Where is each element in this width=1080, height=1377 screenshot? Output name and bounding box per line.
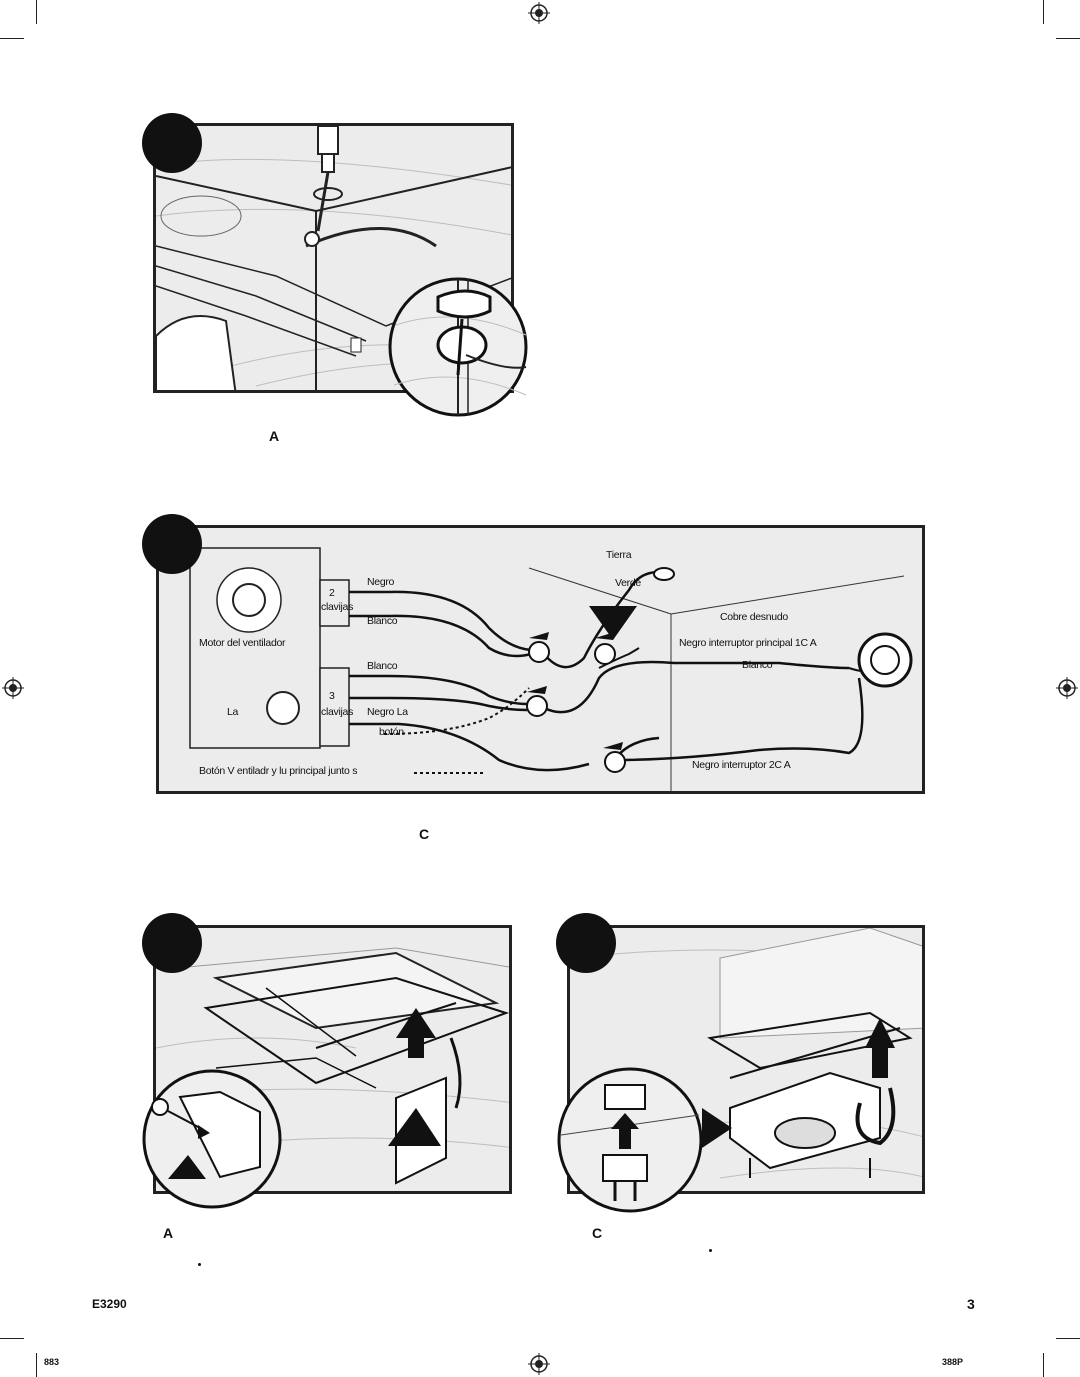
magnified-detail-circle — [142, 1069, 282, 1209]
label-motor: Motor del ventilador — [199, 637, 286, 649]
crop-mark — [1056, 1338, 1080, 1339]
label-two: 2 — [329, 587, 335, 599]
magnified-detail-circle — [388, 277, 528, 417]
label-negro-interruptor-1: Negro interruptor principal 1C A — [679, 637, 817, 649]
step1-number-badge — [142, 113, 202, 173]
registration-mark-icon — [1056, 677, 1078, 699]
label-clavijas-top: clavijas — [321, 601, 354, 613]
label-negro-top: Negro — [367, 576, 395, 588]
crop-mark — [1043, 0, 1044, 24]
crop-mark — [0, 38, 24, 39]
label-clavijas-bottom: clavijas — [321, 706, 354, 718]
label-bottom-left: Botón V entiladr y lu principal junto s — [199, 765, 358, 777]
step4-caption: C — [592, 1225, 603, 1241]
registration-mark-icon — [2, 677, 24, 699]
label-cable-desnudo: Cobre desnudo — [720, 611, 788, 623]
crop-mark — [36, 1353, 37, 1377]
label-verde: Verde — [615, 577, 641, 589]
bullet-dot — [198, 1263, 201, 1266]
label-boton: botón — [379, 726, 404, 738]
label-negro-interruptor-2: Negro interruptor 2C A — [692, 759, 791, 771]
step2-number-badge — [142, 514, 202, 574]
label-three: 3 — [329, 690, 335, 702]
footer-bottom-left-code: 883 — [44, 1357, 60, 1367]
footer-code: E3290 — [92, 1297, 127, 1311]
step3-number-badge — [142, 913, 202, 973]
step4-number-badge — [556, 913, 616, 973]
label-la: La — [227, 706, 239, 718]
step3-caption: A — [163, 1225, 174, 1241]
bullet-dot — [709, 1249, 712, 1252]
magnified-detail-circle — [557, 1067, 703, 1213]
crop-mark — [1043, 1353, 1044, 1377]
registration-mark-icon — [528, 1353, 550, 1375]
label-blanco-3: Blanco — [742, 659, 773, 671]
label-negro-la: Negro La — [367, 706, 408, 718]
label-tierra: Tierra — [606, 549, 632, 561]
page-number: 3 — [967, 1296, 975, 1312]
label-blanco-2: Blanco — [367, 660, 398, 672]
crop-mark — [36, 0, 37, 24]
step2-caption: C — [419, 826, 430, 842]
step2-wiring-diagram: Tierra Verde Negro 2 clavijas Blanco Mot… — [156, 525, 925, 794]
crop-mark — [1056, 38, 1080, 39]
step1-caption: A — [269, 428, 280, 444]
registration-mark-icon — [528, 2, 550, 24]
crop-mark — [0, 1338, 24, 1339]
label-blanco-1: Blanco — [367, 615, 398, 627]
footer-bottom-right-code: 388P — [942, 1357, 964, 1367]
